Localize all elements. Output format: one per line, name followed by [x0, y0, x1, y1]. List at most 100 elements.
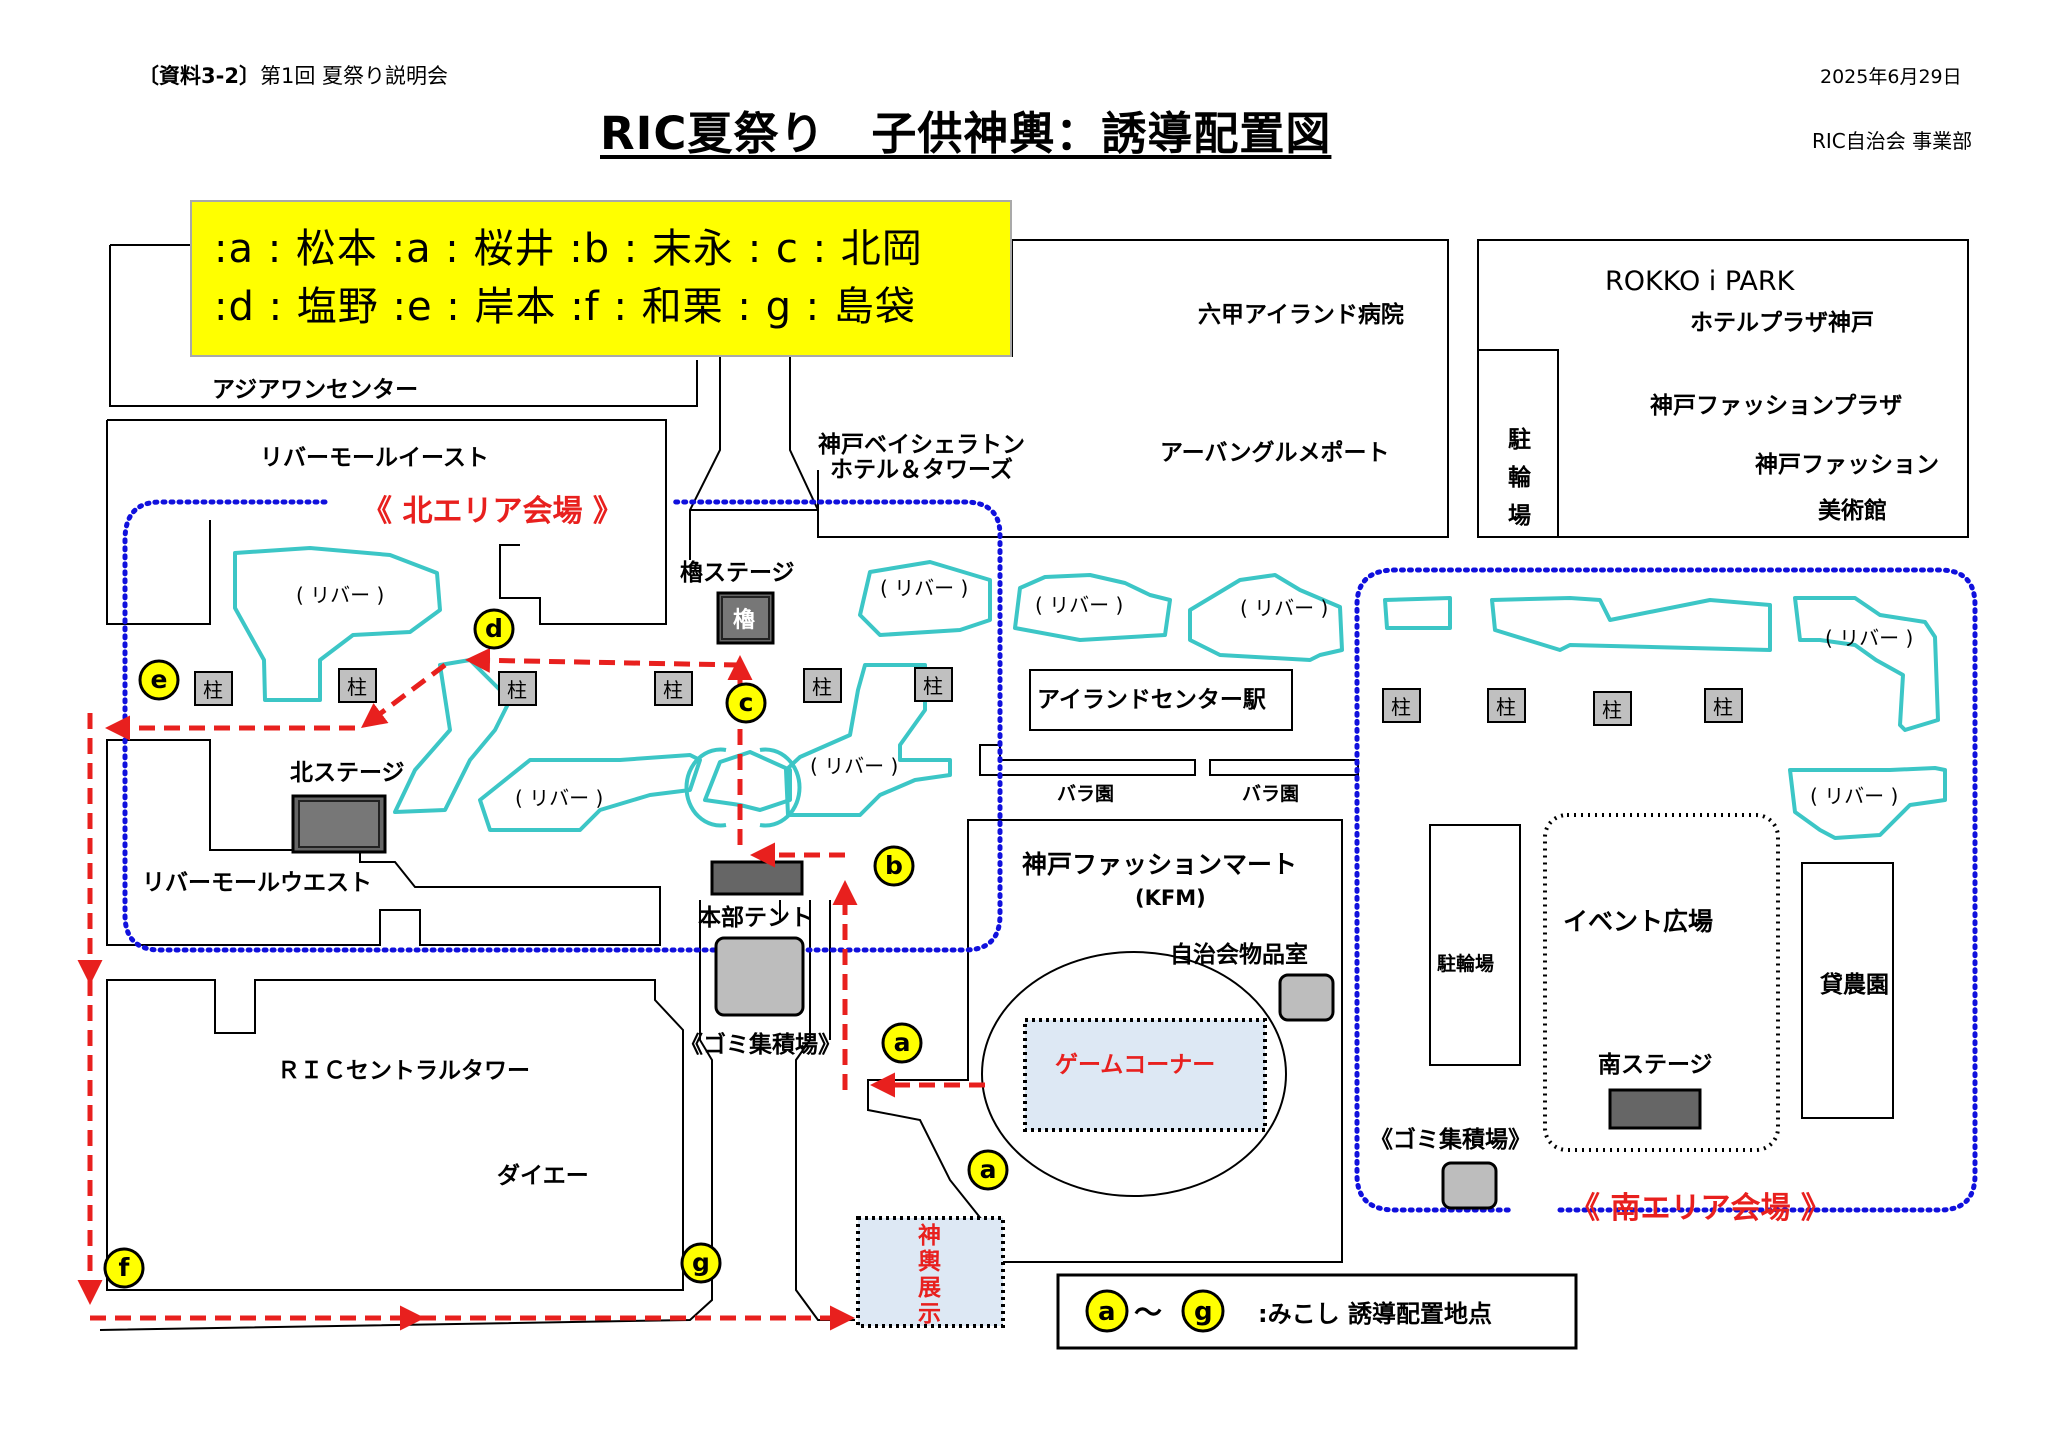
- pillar: [1487, 688, 1526, 723]
- route-d-to-north-stage: [361, 663, 447, 728]
- event-plaza-border: [1543, 813, 1780, 1152]
- fashion-museum-label-2: 美術館: [1818, 497, 1887, 524]
- south-area-label: 《 南エリア会場 》: [1570, 1191, 1831, 1226]
- pillar-label: 柱: [1391, 695, 1411, 719]
- staff-marker-c: [725, 682, 767, 724]
- omikoshi-display-box: [856, 1216, 1005, 1328]
- central-tower-label: ＲＩＣセントラルタワー: [277, 1058, 530, 1084]
- staff-marker-f: [103, 1247, 145, 1289]
- staff-legend-line-2: :d : 塩野 :e : 岸本 :f : 和栗 : g : 島袋: [214, 284, 916, 330]
- pillar: [914, 667, 953, 702]
- sheraton-label-2: ホテル＆タワーズ: [830, 456, 1013, 483]
- rokko-ipark-label: ROKKO i PARK: [1605, 266, 1796, 297]
- north-area-label: 《 北エリア会場 》: [362, 494, 623, 529]
- kfm-name-label: 神戸ファッションマート: [1022, 850, 1297, 879]
- page-title: RIC夏祭り 子供神輿：誘導配置図: [600, 107, 1332, 160]
- staff-legend-line-1: :a : 松本 :a : 桜井 :b : 末永 : c : 北岡: [214, 226, 923, 272]
- area-borders: [122, 499, 1978, 1213]
- pillar-label: 柱: [1496, 695, 1516, 719]
- garbage-area-center: [714, 936, 805, 1017]
- south-stage: [1608, 1088, 1702, 1130]
- route-c-to-d: [465, 647, 741, 673]
- pillar-label: 柱: [923, 674, 943, 698]
- staff-marker-letter: b: [885, 851, 903, 880]
- fashion-plaza-label: 神戸ファッションプラザ: [1650, 392, 1902, 419]
- staff-marker-d: [473, 608, 515, 650]
- staff-legend: :a : 松本 :a : 桜井 :b : 末永 : c : 北岡 :d : 塩野…: [190, 200, 1012, 357]
- omikoshi-route: [77, 647, 985, 1331]
- building-outlines: [99, 239, 1969, 1350]
- river-label: ( リバー ): [515, 786, 603, 810]
- omikoshi-display-label-2: 輿: [918, 1249, 941, 1275]
- doc-event-label: 第1回 夏祭り説明会: [259, 64, 448, 88]
- central-tower-building: [106, 979, 684, 1291]
- yagura-stage-label: 櫓ステージ: [680, 559, 795, 586]
- staff-marker-e: [138, 659, 180, 701]
- hospital-label: 六甲アイランド病院: [1198, 301, 1404, 328]
- pillar: [654, 671, 693, 706]
- kfm-rotunda: [981, 951, 1287, 1197]
- omikoshi-display-label-3: 展: [918, 1275, 941, 1301]
- rose-garden-label-2: バラ園: [1242, 783, 1299, 805]
- daiei-label: ダイエー: [497, 1162, 589, 1189]
- river-label: ( リバー ): [810, 754, 898, 778]
- organizer-label: RIC自治会 事業部: [1812, 129, 1973, 153]
- map-legend: a 〜 g :みこし 誘導配置地点: [1085, 1289, 1492, 1333]
- pillar-label: 柱: [347, 675, 367, 699]
- pillar-label: 柱: [1602, 698, 1622, 722]
- hospital-building: [817, 239, 1449, 538]
- staff-marker-letter: a: [980, 1155, 997, 1184]
- rose-garden-label-1: バラ園: [1057, 783, 1114, 805]
- island-center-station-box: [1029, 669, 1293, 731]
- garbage-center-label: 《ゴミ集積場》: [680, 1031, 841, 1058]
- legend-marker-from-letter: a: [1098, 1297, 1116, 1327]
- hotel-plaza-label: ホテルプラザ神戸: [1690, 309, 1874, 336]
- storage-room: [1278, 973, 1335, 1022]
- river-label: ( リバー ): [1035, 593, 1123, 617]
- river-labels: ( リバー ) ( リバー ) ( リバー ) ( リバー ) ( リバー ) …: [296, 576, 1913, 810]
- river-shapes: [233, 546, 1947, 840]
- river-label: ( リバー ): [880, 576, 968, 600]
- staff-marker-g: [680, 1242, 722, 1284]
- pillar-label: 柱: [1713, 695, 1733, 719]
- doc-ref-label: 〔資料3-2〕: [138, 64, 260, 88]
- rose-garden-1: [979, 744, 1196, 776]
- pillar: [1382, 688, 1421, 723]
- fashion-museum-label-1: 神戸ファッション: [1755, 451, 1939, 478]
- pillar-label: 柱: [203, 678, 223, 702]
- map-labels: アジアワンセンター 六甲アイランド病院 ROKKO i PARK ホテルプラザ神…: [142, 266, 1939, 1327]
- rental-farm-box: [1801, 862, 1894, 1119]
- island-center-station-label: アイランドセンター駅: [1037, 687, 1266, 713]
- kfm-building: [867, 819, 1343, 1263]
- river-mall-west-label: リバーモールウエスト: [142, 870, 372, 896]
- rose-garden-2: [1209, 759, 1359, 776]
- legend-marker-to-letter: g: [1194, 1297, 1213, 1327]
- yagura-mark: 櫓: [733, 607, 755, 633]
- center-passage: [689, 357, 819, 560]
- staff-marker-letter: e: [151, 665, 168, 694]
- garbage-south-label: 《ゴミ集積場》: [1370, 1126, 1531, 1153]
- urban-gourmet-label: アーバングルメポート: [1160, 439, 1390, 466]
- pillar: [498, 671, 537, 706]
- game-corner-label: ゲームコーナー: [1055, 1052, 1215, 1078]
- river-mall-east: [107, 419, 667, 625]
- legend-description: :みこし 誘導配置地点: [1258, 1300, 1492, 1328]
- bike-parking-top: [1477, 349, 1559, 538]
- pillar: [1593, 691, 1632, 726]
- river-label: ( リバー ): [296, 583, 384, 607]
- bike-parking-south-box: [1429, 824, 1521, 1066]
- omikoshi-display-label-1: 神: [918, 1222, 941, 1249]
- pillar: [803, 668, 842, 703]
- staff-marker-a1: [881, 1022, 923, 1064]
- staff-marker-letter: g: [692, 1248, 710, 1277]
- bike-parking-top-label-3: 場: [1508, 503, 1531, 529]
- pillar: [1704, 688, 1743, 723]
- river-label: ( リバー ): [1240, 596, 1328, 620]
- asia-one-label: アジアワンセンター: [212, 377, 418, 403]
- south-area-border: [1354, 567, 1978, 1213]
- bike-parking-south-label: 駐輪場: [1437, 952, 1494, 975]
- bike-parking-top-label-1: 駐: [1508, 426, 1531, 453]
- staff-marker-letter: f: [119, 1253, 131, 1282]
